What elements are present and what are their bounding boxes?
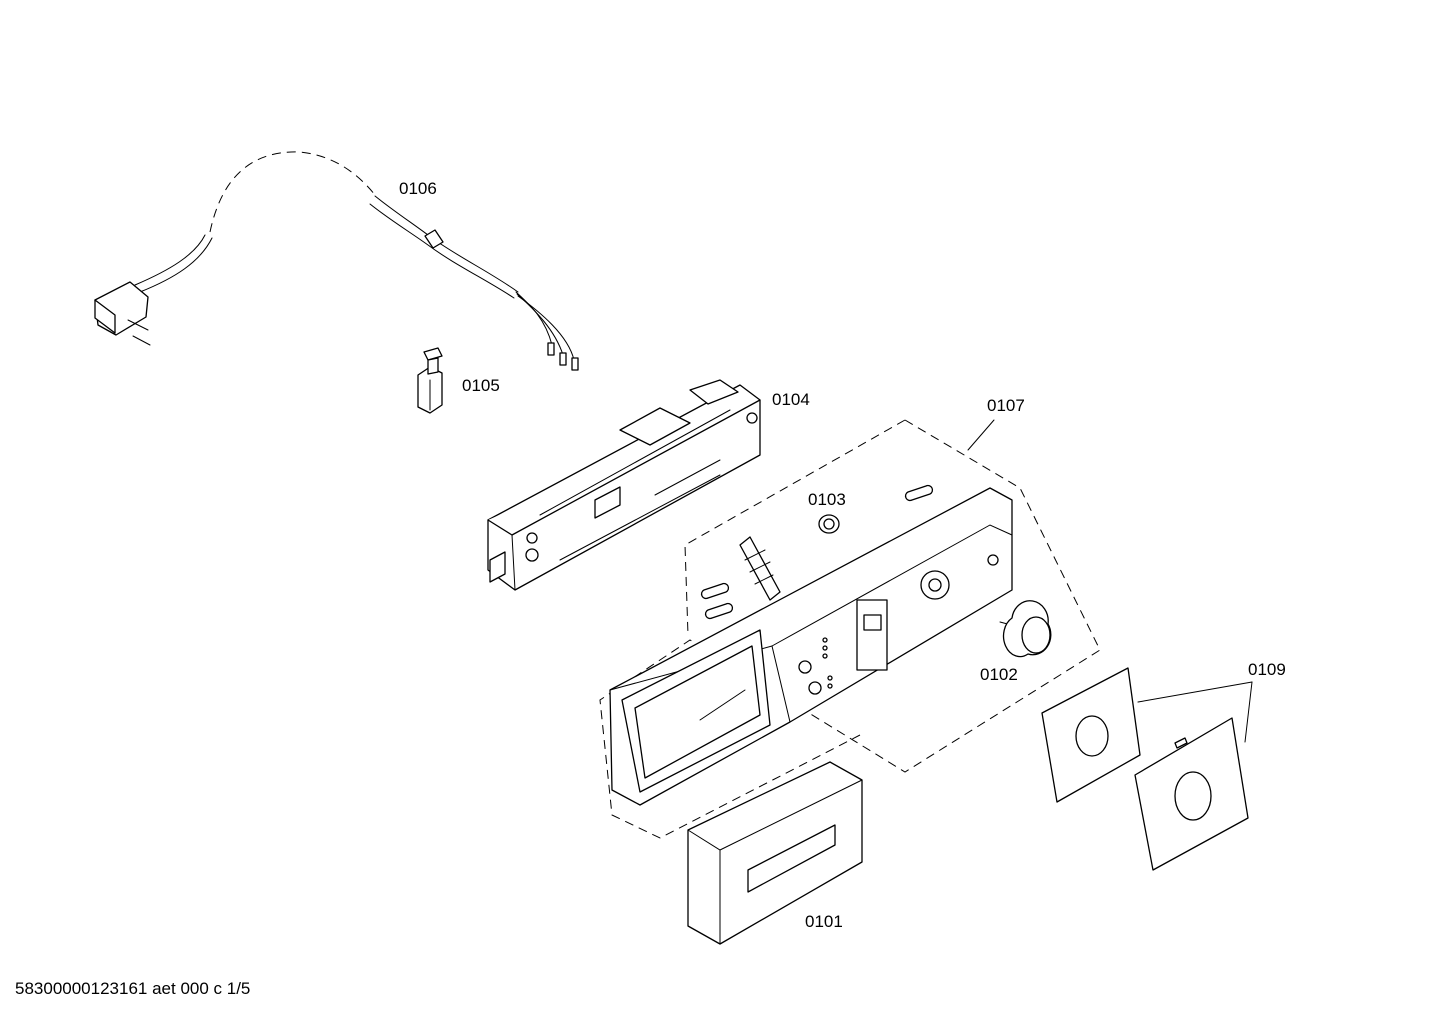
mains-cable-part	[94, 151, 579, 371]
cover-plate-upper-part	[1041, 667, 1141, 803]
label-0106: 0106	[399, 179, 437, 198]
knob-part	[999, 600, 1052, 658]
label-0104: 0104	[772, 390, 810, 409]
label-0107: 0107	[987, 396, 1025, 415]
light-guide-part	[739, 536, 781, 601]
label-0105: 0105	[462, 376, 500, 395]
leader-lines	[967, 419, 1253, 743]
label-0102: 0102	[980, 665, 1018, 684]
label-0109: 0109	[1248, 660, 1286, 679]
clip-part	[417, 347, 443, 414]
cover-plate-lower-part	[1134, 717, 1249, 871]
label-0101: 0101	[805, 912, 843, 931]
electronics-module-part	[487, 379, 761, 591]
pin-parts	[700, 484, 934, 620]
document-id-footer: 58300000123161 aet 000 c 1/5	[15, 979, 251, 998]
control-panel-part	[609, 487, 1013, 806]
button-part	[818, 514, 840, 534]
label-0103: 0103	[808, 490, 846, 509]
drawer-handle-part	[687, 761, 863, 945]
